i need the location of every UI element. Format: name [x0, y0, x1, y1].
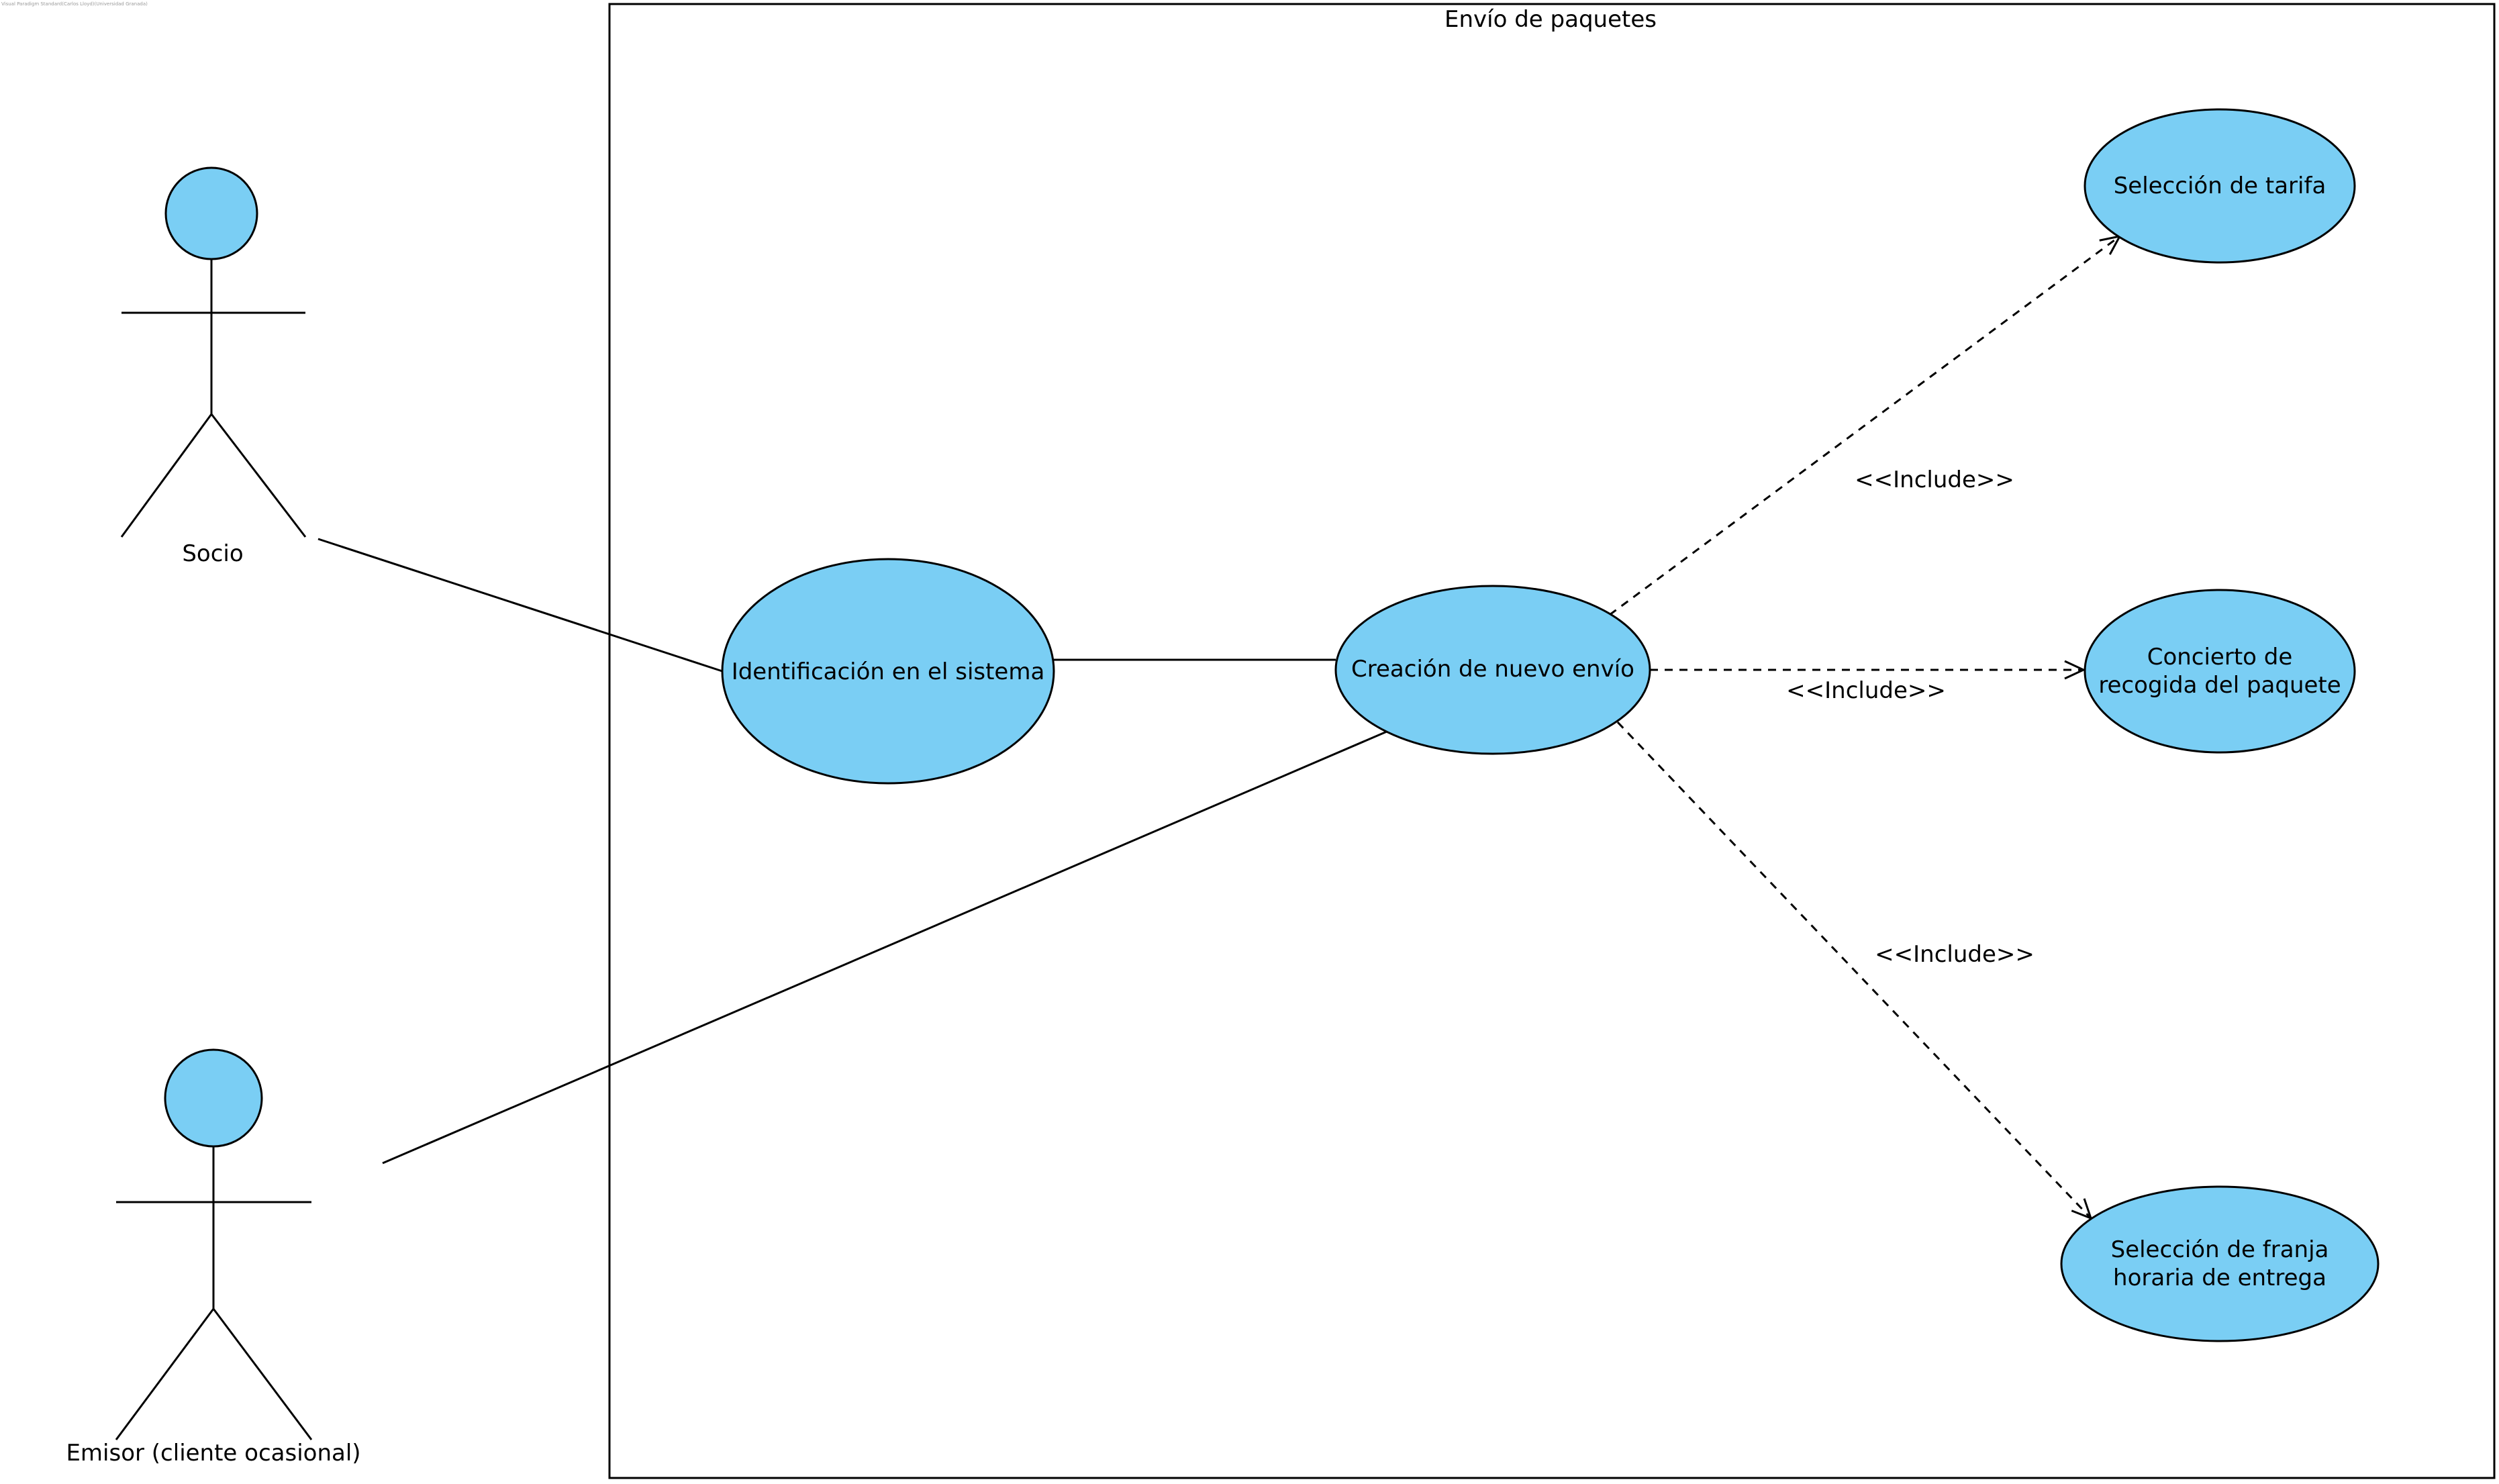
use-case-identificacion[interactable]: Identificación en el sistema: [721, 558, 1055, 785]
use-case-tarifa[interactable]: Selección de tarifa: [2084, 108, 2356, 264]
use-case-franja-label-line-1: Selección de franja: [2111, 1236, 2329, 1263]
include-label-tarifa: <<Include>>: [1855, 466, 2014, 493]
actor-socio-head: [164, 166, 258, 260]
include-arrow-tarifa: [1609, 234, 2122, 616]
actor-socio[interactable]: [120, 166, 307, 538]
include-label-franja: <<Include>>: [1875, 941, 2035, 968]
actor-socio-left-leg: [120, 413, 213, 538]
use-case-concierto-label-line-1: Concierto de: [2147, 644, 2293, 671]
use-case-creacion-label: Creación de nuevo envío: [1351, 656, 1634, 683]
use-case-identificacion-label: Identificación en el sistema: [732, 658, 1045, 685]
include-arrow-franja: [1616, 721, 2093, 1220]
include-label-concierto: <<Include>>: [1786, 677, 1946, 704]
actor-emisor-left-leg: [115, 1308, 215, 1440]
system-boundary: Envío de paquetes: [608, 3, 2496, 1479]
use-case-tarifa-label: Selección de tarifa: [2114, 172, 2326, 199]
actor-emisor-right-leg: [212, 1308, 313, 1440]
actor-socio-label: Socio: [182, 540, 243, 567]
actor-emisor-head: [164, 1048, 263, 1148]
use-case-creacion[interactable]: Creación de nuevo envío: [1334, 585, 1651, 755]
use-case-concierto[interactable]: Concierto de recogida del paquete: [2084, 589, 2356, 754]
associations: [317, 538, 1387, 1165]
actor-emisor[interactable]: [115, 1048, 313, 1440]
watermark: Visual Paradigm Standard(Carlos Lloyd)(U…: [1, 1, 148, 7]
system-title: Envío de paquetes: [1444, 6, 1657, 33]
association-emisor-creacion: [382, 730, 1387, 1165]
actor-socio-right-leg: [210, 413, 307, 538]
association-socio-identificacion: [317, 538, 723, 673]
include-relations: [1609, 234, 2122, 1220]
actor-emisor-label: Emisor (cliente ocasional): [66, 1440, 360, 1467]
use-case-franja-label-line-2: horaria de entrega: [2113, 1265, 2326, 1291]
use-case-franja[interactable]: Selección de franja horaria de entrega: [2060, 1185, 2380, 1342]
use-case-concierto-label-line-2: recogida del paquete: [2098, 672, 2341, 699]
